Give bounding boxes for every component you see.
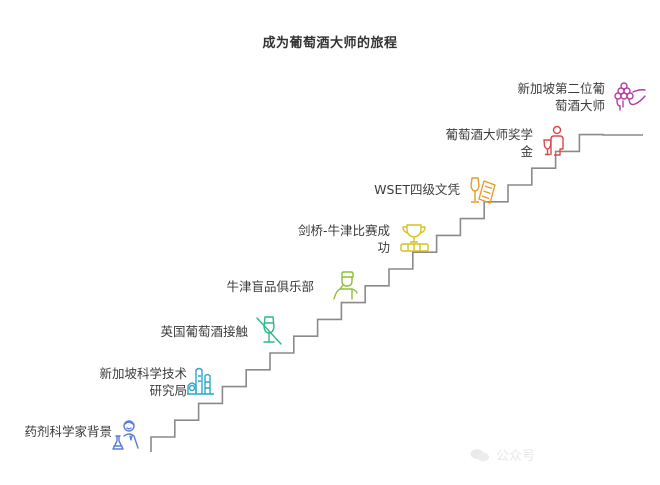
no-wine-glass-icon xyxy=(254,314,284,346)
milestone-label-line2: 研究局 xyxy=(149,383,187,398)
trophy-icon xyxy=(397,222,431,254)
milestone-varsity-success: 剑桥-牛津比赛成 功 xyxy=(298,222,390,256)
milestone-label-line2: 金 xyxy=(520,144,533,159)
watermark: 公众号 xyxy=(470,445,535,464)
watermark-text: 公众号 xyxy=(496,449,536,464)
laboratory-buildings-icon xyxy=(186,364,216,396)
milestone-label: 药剂科学家背景 xyxy=(24,424,112,439)
milestone-label-line1: 葡萄酒大师奖学 xyxy=(445,127,533,142)
milestone-astar: 新加坡科学技术 研究局 xyxy=(99,365,187,399)
grape-cluster-icon xyxy=(614,80,648,112)
milestone-label-line2: 功 xyxy=(377,240,390,255)
milestone-second-mw-singapore: 新加坡第二位葡 萄酒大师 xyxy=(517,80,605,114)
milestone-label-line1: 剑桥-牛津比赛成 xyxy=(297,223,390,238)
person-wine-glass-icon xyxy=(542,125,568,157)
wechat-icon xyxy=(470,448,489,461)
milestone-label-line1: 新加坡第二位葡 xyxy=(517,81,605,96)
page-title: 成为葡萄酒大师的旅程 xyxy=(262,36,398,51)
milestone-label: 英国葡萄酒接触 xyxy=(160,324,248,339)
scientist-flask-icon xyxy=(112,418,142,450)
milestone-mw-scholarship: 葡萄酒大师奖学 金 xyxy=(445,126,533,160)
milestone-uk-wine-exposure: 英国葡萄酒接触 xyxy=(160,323,248,340)
milestone-oxford-blind-tasting: 牛津盲品俱乐部 xyxy=(226,278,314,295)
chef-taster-icon xyxy=(330,269,360,301)
milestone-label-line1: 新加坡科学技术 xyxy=(99,366,187,381)
milestone-label: 牛津盲品俱乐部 xyxy=(226,279,314,294)
milestone-label-line2: 萄酒大师 xyxy=(554,98,605,113)
milestone-label: WSET四级文凭 xyxy=(374,182,460,197)
milestone-pharma-scientist: 药剂科学家背景 xyxy=(24,423,112,440)
wine-certificate-icon xyxy=(468,175,500,207)
milestone-wset-diploma: WSET四级文凭 xyxy=(374,181,460,198)
